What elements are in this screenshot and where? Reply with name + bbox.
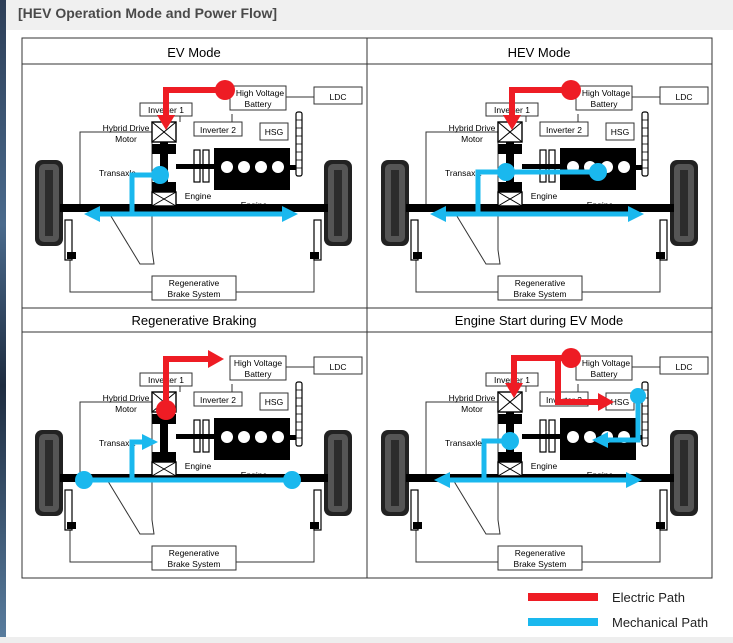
label-hybrid-drive-line2: Motor: [115, 134, 137, 144]
label-ldc: LDC: [675, 362, 692, 372]
label-clutch-line2: Clutch: [532, 472, 556, 482]
label-clutch-line1: Engine: [185, 191, 212, 201]
label-hv-battery-line1: High Voltage: [234, 358, 282, 368]
label-hybrid-drive-line1: Hybrid Drive: [103, 393, 150, 403]
legend-label-electric: Electric Path: [612, 590, 685, 605]
label-hybrid-drive-line2: Motor: [461, 134, 483, 144]
label-inverter-2: Inverter 2: [200, 395, 236, 405]
label-inverter-2: Inverter 2: [546, 125, 582, 135]
label-hv-battery-line2: Battery: [591, 99, 619, 109]
label-regen-line2: Brake System: [514, 559, 567, 569]
label-hv-battery-line2: Battery: [591, 369, 619, 379]
panel-engine-start: Inverter 1 High Voltage Battery LDC Hybr…: [380, 348, 709, 571]
mechanical-path-engine-start: [434, 388, 646, 488]
electric-path-ev-mode: [157, 80, 235, 130]
label-inverter-2: Inverter 2: [200, 125, 236, 135]
mechanical-path-regenerative-braking: [75, 434, 301, 489]
left-edge-strip: [0, 0, 6, 643]
electric-path-regenerative-braking: [156, 350, 224, 420]
label-transaxle: Transaxle: [445, 168, 482, 178]
label-transaxle: Transaxle: [445, 438, 482, 448]
label-ldc: LDC: [675, 92, 692, 102]
bottom-strip: [0, 637, 733, 643]
label-transaxle: Transaxle: [99, 438, 136, 448]
label-regen-line2: Brake System: [168, 289, 221, 299]
label-hv-battery-line2: Battery: [245, 369, 273, 379]
label-clutch-line2: Clutch: [186, 202, 210, 212]
legend: Electric Path Mechanical Path: [520, 585, 725, 633]
label-clutch-line2: Clutch: [186, 472, 210, 482]
label-clutch-line1: Engine: [531, 191, 558, 201]
label-hsg: HSG: [265, 397, 283, 407]
label-clutch-line1: Engine: [185, 461, 212, 471]
mechanical-path-ev-mode: [84, 166, 298, 222]
label-engine: Engine: [587, 470, 614, 480]
label-regen-line1: Regenerative: [169, 278, 220, 288]
label-hybrid-drive-line1: Hybrid Drive: [449, 393, 496, 403]
label-hybrid-drive-line1: Hybrid Drive: [449, 123, 496, 133]
mechanical-path-hev-mode: [430, 163, 644, 222]
page-title: [HEV Operation Mode and Power Flow]: [18, 5, 278, 21]
label-hv-battery-line2: Battery: [245, 99, 273, 109]
legend-label-mechanical: Mechanical Path: [612, 615, 709, 630]
legend-swatch-electric: [528, 593, 598, 601]
label-clutch-line2: Clutch: [532, 202, 556, 212]
label-regen-line2: Brake System: [168, 559, 221, 569]
label-engine: Engine: [587, 200, 614, 210]
label-ldc: LDC: [329, 92, 346, 102]
label-hybrid-drive-line1: Hybrid Drive: [103, 123, 150, 133]
label-regen-line1: Regenerative: [515, 278, 566, 288]
title-bar: [HEV Operation Mode and Power Flow]: [6, 0, 733, 30]
panel-regenerative-braking: Inverter 1 High Voltage Battery LDC Hybr…: [34, 350, 363, 571]
label-hsg: HSG: [265, 127, 283, 137]
label-hsg: HSG: [611, 127, 629, 137]
legend-swatch-mechanical: [528, 618, 598, 626]
label-regen-line1: Regenerative: [515, 548, 566, 558]
panel-ev-mode: Inverter 1 High Voltage Battery LDC Hybr…: [34, 80, 363, 301]
label-clutch-line1: Engine: [531, 461, 558, 471]
label-transaxle: Transaxle: [99, 168, 136, 178]
panel-title-ev-mode: EV Mode: [167, 45, 220, 60]
label-engine: Engine: [241, 200, 268, 210]
electric-path-engine-start: [505, 348, 614, 411]
label-hsg: HSG: [611, 397, 629, 407]
label-regen-line1: Regenerative: [169, 548, 220, 558]
label-hybrid-drive-line2: Motor: [461, 404, 483, 414]
panel-title-regenerative-braking: Regenerative Braking: [131, 313, 256, 328]
label-engine: Engine: [241, 470, 268, 480]
label-hv-battery-line1: High Voltage: [236, 88, 284, 98]
label-ldc: LDC: [329, 362, 346, 372]
electric-path-hev-mode: [503, 80, 581, 130]
label-hybrid-drive-line2: Motor: [115, 404, 137, 414]
label-regen-line2: Brake System: [514, 289, 567, 299]
label-hv-battery-line1: High Voltage: [582, 88, 630, 98]
panel-title-hev-mode: HEV Mode: [508, 45, 571, 60]
label-hv-battery-line1: High Voltage: [582, 358, 630, 368]
panel-title-engine-start: Engine Start during EV Mode: [455, 313, 623, 328]
panel-hev-mode: Inverter 1 High Voltage Battery LDC Hybr…: [380, 80, 709, 301]
